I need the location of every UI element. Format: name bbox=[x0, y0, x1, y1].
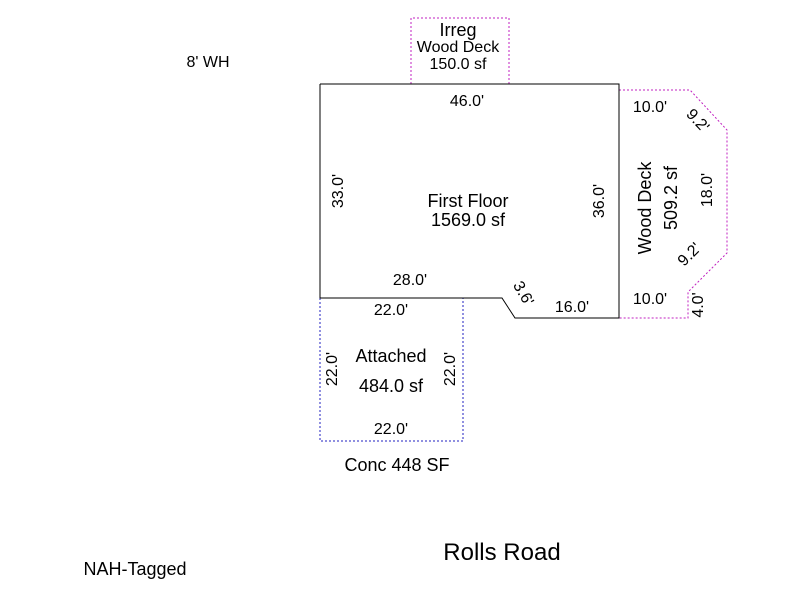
first-floor-dim-diagonal: 3.6' bbox=[509, 279, 536, 309]
attached-outline bbox=[319, 298, 464, 442]
first-floor-dim-left: 33.0' bbox=[330, 174, 347, 208]
attached-name: Attached bbox=[355, 346, 426, 366]
first-floor-dim-bottom-right: 16.0' bbox=[555, 299, 589, 316]
first-floor-dim-right: 36.0' bbox=[591, 184, 608, 218]
right-wood-deck: 10.0' 9.2' 18.0' 9.2' 10.0' 4.0' Wood De… bbox=[619, 89, 728, 319]
attached-dim-top: 22.0' bbox=[374, 302, 408, 319]
irreg-wood-deck: Irreg Wood Deck 150.0 sf bbox=[410, 17, 510, 84]
wood-deck-dim-top: 10.0' bbox=[633, 99, 667, 116]
wall-height-note: 8' WH bbox=[186, 54, 229, 71]
road-name: Rolls Road bbox=[443, 539, 560, 566]
tag-note: NAH-Tagged bbox=[83, 559, 186, 579]
wood-deck-name: Wood Deck bbox=[635, 161, 655, 255]
attached-dim-left: 22.0' bbox=[324, 352, 341, 386]
attached-garage: 22.0' 22.0' 22.0' 22.0' Attached 484.0 s… bbox=[319, 298, 464, 442]
first-floor-outline bbox=[319, 83, 620, 319]
wood-deck-dim-right: 18.0' bbox=[699, 173, 716, 207]
first-floor-area: 1569.0 sf bbox=[431, 210, 506, 230]
concrete-note: Conc 448 SF bbox=[344, 455, 449, 475]
irreg-deck-area: 150.0 sf bbox=[430, 56, 487, 73]
first-floor-dim-top: 46.0' bbox=[450, 93, 484, 110]
first-floor-name: First Floor bbox=[428, 191, 509, 211]
wood-deck-dim-lower-diag: 9.2' bbox=[675, 240, 705, 270]
irreg-deck-outline bbox=[410, 17, 510, 84]
attached-dim-bottom: 22.0' bbox=[374, 421, 408, 438]
first-floor: 46.0' 33.0' 36.0' 28.0' 3.6' 16.0' First… bbox=[319, 83, 620, 319]
irreg-deck-name-1: Irreg bbox=[439, 20, 476, 40]
attached-dim-right: 22.0' bbox=[442, 352, 459, 386]
wood-deck-dim-bottom-right: 4.0' bbox=[690, 292, 707, 317]
wood-deck-dim-upper-diag: 9.2' bbox=[682, 106, 712, 136]
wood-deck-area: 509.2 sf bbox=[661, 165, 681, 230]
attached-area: 484.0 sf bbox=[359, 376, 424, 396]
wood-deck-outline bbox=[619, 89, 728, 319]
first-floor-dim-bottom-left: 28.0' bbox=[393, 272, 427, 289]
irreg-deck-name-2: Wood Deck bbox=[417, 39, 500, 56]
wood-deck-dim-bottom: 10.0' bbox=[633, 291, 667, 308]
